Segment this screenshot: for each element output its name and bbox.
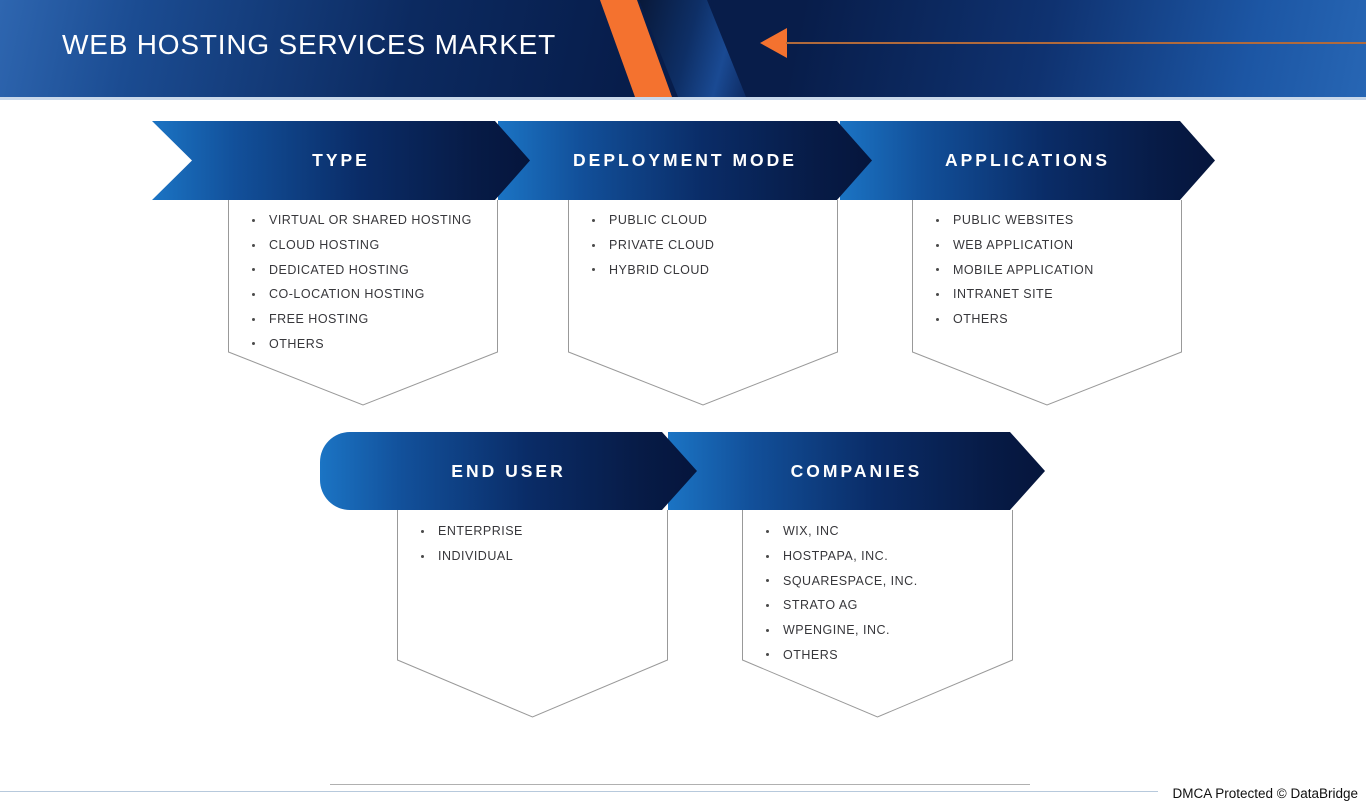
bullet-icon: [252, 218, 255, 222]
list-item: WPENGINE, INC.: [766, 618, 918, 643]
list-item: CLOUD HOSTING: [252, 233, 472, 258]
arrow-line: [786, 42, 1366, 44]
segment-banner-companies: COMPANIES: [668, 432, 1045, 510]
list-item: STRATO AG: [766, 593, 918, 618]
list-item: OTHERS: [766, 642, 918, 667]
segment-banner-applications: APPLICATIONS: [840, 121, 1215, 200]
bullet-icon: [936, 292, 939, 296]
bullet-icon: [252, 342, 255, 346]
list-item: OTHERS: [936, 307, 1094, 332]
list-item: FREE HOSTING: [252, 307, 472, 332]
dmca-copyright-text: DMCA Protected © DataBridge: [1172, 786, 1358, 801]
list-item: VIRTUAL OR SHARED HOSTING: [252, 208, 472, 233]
bullet-icon: [252, 268, 255, 272]
footer-divider-top: [330, 784, 1030, 785]
segment-label: TYPE: [312, 150, 370, 170]
list-item: WIX, INC: [766, 519, 918, 544]
bullet-icon: [936, 218, 939, 222]
left-arrowhead-icon: [760, 28, 787, 58]
bullet-icon: [252, 292, 255, 296]
segment-label: COMPANIES: [790, 460, 923, 481]
list-item: OTHERS: [252, 331, 472, 356]
segment-box-end-user: [397, 510, 668, 718]
bullet-icon: [252, 243, 255, 247]
bullet-icon: [252, 317, 255, 321]
segment-box-applications: [912, 200, 1182, 406]
list-item: INDIVIDUAL: [421, 544, 523, 569]
list-item: WEB APPLICATION: [936, 233, 1094, 258]
segment-box-companies: [742, 510, 1013, 718]
list-item: PUBLIC WEBSITES: [936, 208, 1094, 233]
bullet-icon: [592, 243, 595, 247]
page-title: WEB HOSTING SERVICES MARKET: [62, 29, 557, 60]
bullet-icon: [936, 243, 939, 247]
bullet-icon: [936, 268, 939, 272]
bullet-icon: [766, 653, 769, 657]
bullet-icon: [592, 218, 595, 222]
list-item: INTRANET SITE: [936, 282, 1094, 307]
segment-box-deployment-mode: [568, 200, 838, 406]
bullet-icon: [592, 268, 595, 272]
bullet-icon: [766, 579, 769, 583]
list-item: MOBILE APPLICATION: [936, 257, 1094, 282]
bullet-icon: [766, 603, 769, 607]
bullet-icon: [421, 554, 424, 558]
bullet-icon: [766, 529, 769, 533]
segment-list-end-user: ENTERPRISE INDIVIDUAL: [421, 519, 523, 568]
segment-list-applications: PUBLIC WEBSITES WEB APPLICATION MOBILE A…: [936, 208, 1094, 331]
header-banner: WEB HOSTING SERVICES MARKET: [0, 0, 1366, 100]
segment-label: END USER: [451, 460, 566, 481]
list-item: HOSTPAPA, INC.: [766, 544, 918, 569]
segment-banner-type: TYPE: [152, 121, 530, 200]
list-item: PRIVATE CLOUD: [592, 233, 714, 258]
segment-label: APPLICATIONS: [945, 150, 1110, 170]
bullet-icon: [766, 628, 769, 632]
list-item: SQUARESPACE, INC.: [766, 568, 918, 593]
segment-banner-end-user: END USER: [320, 432, 697, 510]
list-item: ENTERPRISE: [421, 519, 523, 544]
bullet-icon: [936, 317, 939, 321]
segment-list-deployment-mode: PUBLIC CLOUD PRIVATE CLOUD HYBRID CLOUD: [592, 208, 714, 282]
list-item: DEDICATED HOSTING: [252, 257, 472, 282]
segment-banner-deployment-mode: DEPLOYMENT MODE: [498, 121, 872, 200]
list-item: HYBRID CLOUD: [592, 257, 714, 282]
bullet-icon: [421, 529, 424, 533]
list-item: CO-LOCATION HOSTING: [252, 282, 472, 307]
segment-list-type: VIRTUAL OR SHARED HOSTING CLOUD HOSTING …: [252, 208, 472, 356]
segment-label: DEPLOYMENT MODE: [573, 150, 797, 170]
segment-list-companies: WIX, INC HOSTPAPA, INC. SQUARESPACE, INC…: [766, 519, 918, 667]
footer-divider-bottom: [0, 791, 1158, 792]
bullet-icon: [766, 554, 769, 558]
segment-box-type: [228, 200, 498, 406]
list-item: PUBLIC CLOUD: [592, 208, 714, 233]
